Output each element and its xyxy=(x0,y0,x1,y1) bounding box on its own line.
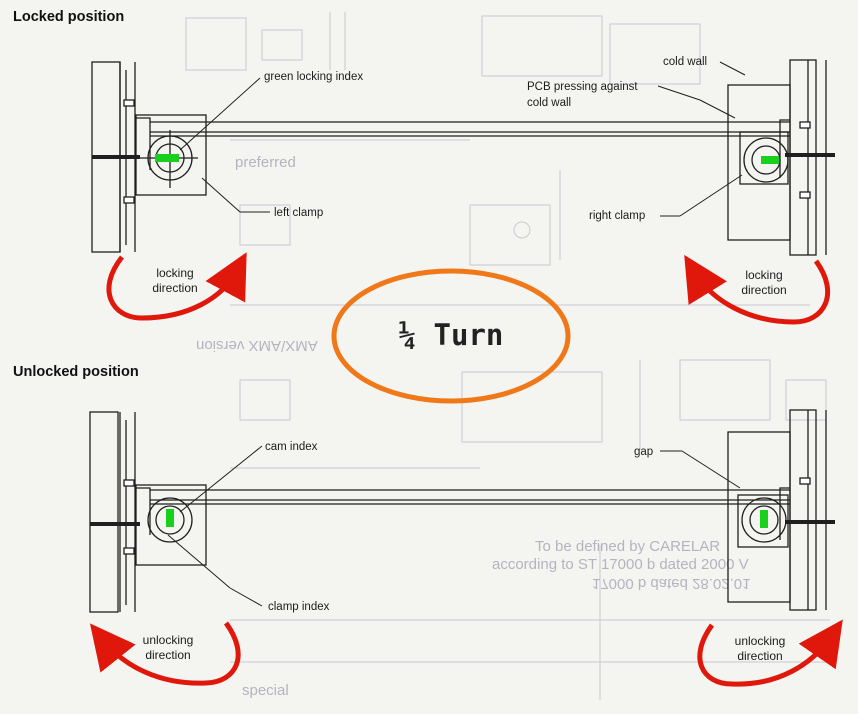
locked-left-arrow xyxy=(106,252,247,321)
unlocked-left-arrow xyxy=(89,621,241,686)
locked-left-direction-line2: direction xyxy=(152,281,198,295)
unlocked-position-title: Unlocked position xyxy=(13,364,139,380)
locked-left-direction-line1: locking xyxy=(156,266,194,280)
right-clamp-label: right clamp xyxy=(589,210,646,222)
locked-left-green-index xyxy=(155,154,179,162)
locked-right-wall xyxy=(727,59,835,256)
unlocked-left-wall xyxy=(89,411,140,613)
unlocked-right-wall xyxy=(727,409,835,611)
unlocked-left-direction: unlocking direction xyxy=(128,633,208,663)
unlocked-right-direction: unlocking direction xyxy=(720,634,800,664)
unlocked-right-arrow xyxy=(697,619,843,687)
green-locking-index-label: green locking index xyxy=(264,71,364,83)
locked-right-direction-line1: locking xyxy=(745,268,783,282)
unlocked-left-direction-line2: direction xyxy=(145,648,191,662)
unlocked-right-clamp xyxy=(737,487,790,548)
locked-right-clamp xyxy=(739,119,790,185)
locked-right-green-index xyxy=(761,156,779,164)
left-clamp-label: left clamp xyxy=(274,207,324,219)
pcb-pressing-label-line2: cold wall xyxy=(527,97,572,109)
unlocked-right-green-index xyxy=(760,510,768,528)
locked-right-direction-line2: direction xyxy=(741,283,787,297)
locked-left-wall xyxy=(91,61,140,253)
locked-position-title: Locked position xyxy=(13,9,125,25)
unlocked-left-direction-line1: unlocking xyxy=(142,633,194,647)
locked-right-arrow xyxy=(684,254,831,325)
leader-lines xyxy=(167,61,746,607)
cold-wall-label: cold wall xyxy=(663,56,708,68)
unlocked-right-direction-line2: direction xyxy=(737,649,783,663)
locked-pcb xyxy=(150,121,790,137)
ghost-text-special: special xyxy=(242,682,289,699)
unlocked-right-direction-line1: unlocking xyxy=(734,634,786,648)
gap-label: gap xyxy=(634,446,654,458)
cam-index-label: cam index xyxy=(265,441,318,453)
locked-left-clamp xyxy=(135,114,207,196)
ghost-text-preferred: preferred xyxy=(235,154,296,171)
quarter-turn-label: ¼ Turn xyxy=(398,318,504,352)
clamp-index-label: clamp index xyxy=(268,601,330,613)
locked-left-direction: locking direction xyxy=(140,266,210,296)
unlocked-left-green-index xyxy=(166,509,174,527)
ghost-text-defined-2: according to ST 17000 b dated 2000 V xyxy=(492,556,749,573)
locked-right-direction: locking direction xyxy=(728,268,800,298)
quarter-turn-ellipse xyxy=(331,268,571,404)
ghost-text-defined-1: To be defined by CARELAR xyxy=(535,538,721,555)
unlocked-left-clamp xyxy=(135,484,207,566)
unlocked-pcb xyxy=(150,489,790,505)
pcb-pressing-label-line1: PCB pressing against xyxy=(527,81,638,93)
